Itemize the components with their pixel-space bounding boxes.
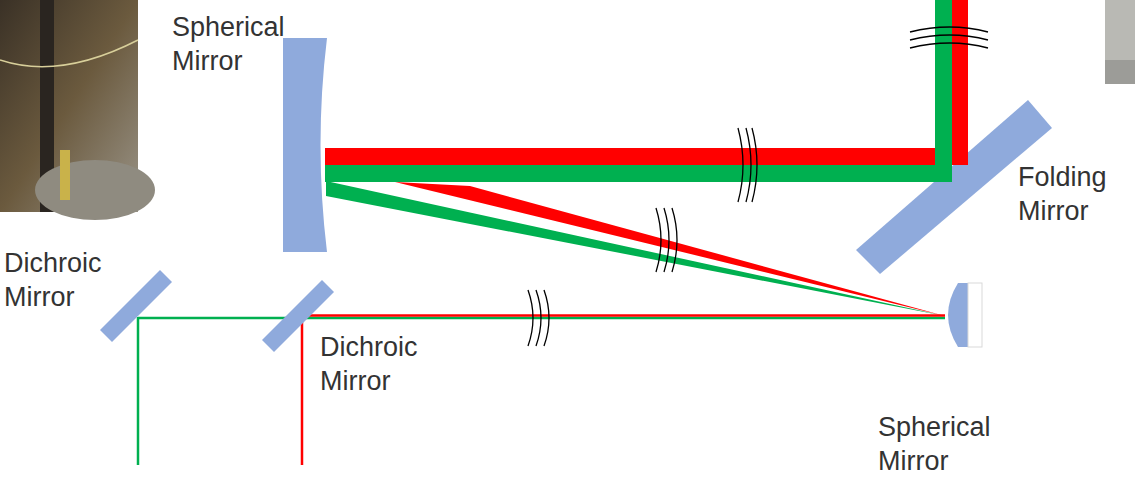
laser-beam [325, 0, 968, 316]
photo-fragment [0, 0, 155, 220]
part-label: Spherical Mirror [172, 10, 302, 78]
spherical-mirror [283, 38, 327, 252]
break-mark [528, 27, 988, 346]
dichroic-mirror [100, 270, 172, 342]
photo-fragment [1105, 0, 1135, 84]
part-label: Dichroic Mirror [320, 330, 438, 398]
spherical-mirror [948, 283, 982, 347]
part-label: Dichroic Mirror [4, 246, 122, 314]
laser-beam [138, 315, 945, 465]
part-label: Folding Mirror [1018, 160, 1130, 228]
part-label: Spherical Mirror [878, 410, 1008, 478]
